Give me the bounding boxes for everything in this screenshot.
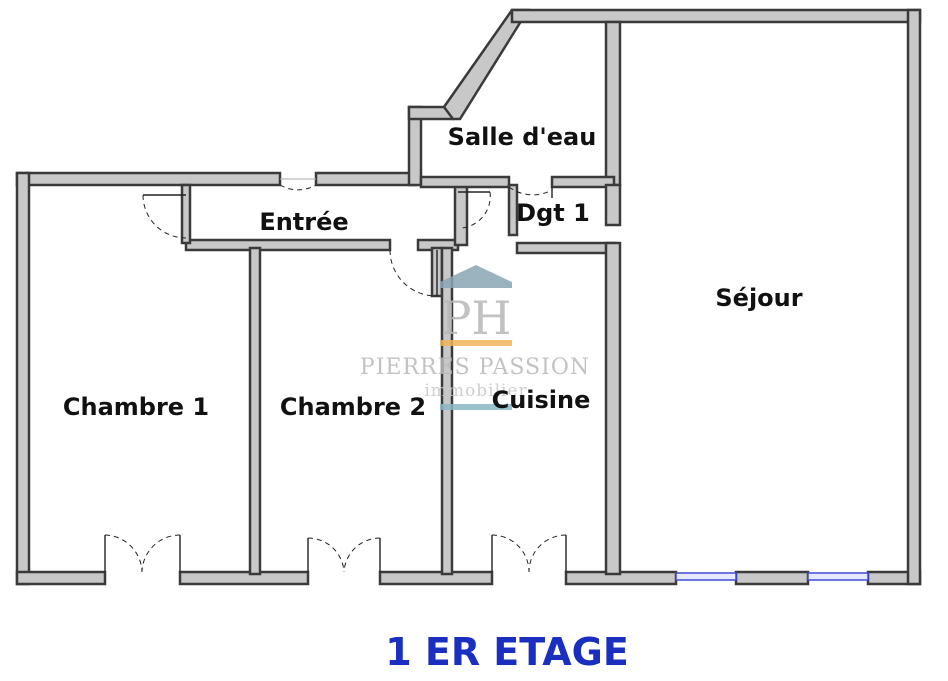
room-labels: Salle d'eau Entrée Dgt 1 Séjour Chambre … (63, 123, 803, 421)
wall-sejour-left (604, 241, 622, 576)
door-dgt (458, 191, 491, 229)
wall-entree-bottom (184, 238, 392, 252)
wall-top-entree (314, 171, 418, 187)
wall-partition-dgt (453, 183, 469, 247)
label-sejour: Séjour (715, 284, 802, 312)
window-sejour-2 (807, 572, 869, 581)
door-chambre1 (142, 194, 187, 239)
wall-bottom-2 (178, 570, 310, 586)
wall-partition-1 (248, 246, 262, 576)
door-entree (279, 178, 317, 191)
door-salle-deau (508, 186, 553, 198)
doors (104, 178, 567, 573)
floor-title: 1 ER ETAGE (385, 630, 629, 674)
watermark-sub: immobilier (424, 381, 527, 401)
label-chambre2: Chambre 2 (280, 393, 426, 421)
label-chambre1: Chambre 1 (63, 393, 209, 421)
watermark: PH PIERRES PASSION immobilier (360, 265, 590, 410)
wall-sde-bottom-b (550, 175, 616, 189)
label-salle-deau: Salle d'eau (448, 123, 597, 151)
wall-entree-stub-a (180, 183, 192, 245)
wall-cuisine-top (515, 241, 617, 255)
wall-sde-bottom (419, 175, 511, 189)
label-cuisine: Cuisine (492, 386, 591, 414)
wall-top-left (15, 171, 282, 187)
watermark-orange-bar (440, 340, 512, 346)
wall-bottom-5 (734, 570, 810, 586)
watermark-roof-bar (440, 282, 512, 288)
wall-top-long (510, 8, 922, 24)
door-chambre2 (389, 249, 438, 297)
door-bottom-chambre1 (104, 534, 181, 573)
wall-dgt-right (604, 183, 622, 227)
wall-sde-diagonal (442, 8, 531, 121)
watermark-brand: PIERRES PASSION (360, 355, 590, 380)
wall-bottom-1 (15, 570, 107, 586)
label-dgt1: Dgt 1 (516, 199, 590, 227)
watermark-monogram: PH (440, 291, 511, 345)
watermark-teal-bar (440, 404, 512, 410)
wall-sde-right (604, 20, 622, 187)
wall-left (15, 171, 31, 586)
wall-partition-2b (440, 246, 454, 576)
wall-bottom-3 (378, 570, 494, 586)
door-bottom-chambre2 (307, 537, 381, 573)
wall-dgt-stub (507, 183, 519, 237)
windows (675, 572, 869, 581)
label-entree: Entrée (259, 208, 348, 236)
watermark-roof-icon (440, 265, 512, 282)
door-bottom-cuisine (491, 534, 567, 573)
window-sejour-1 (675, 572, 737, 581)
wall-right (906, 8, 922, 586)
